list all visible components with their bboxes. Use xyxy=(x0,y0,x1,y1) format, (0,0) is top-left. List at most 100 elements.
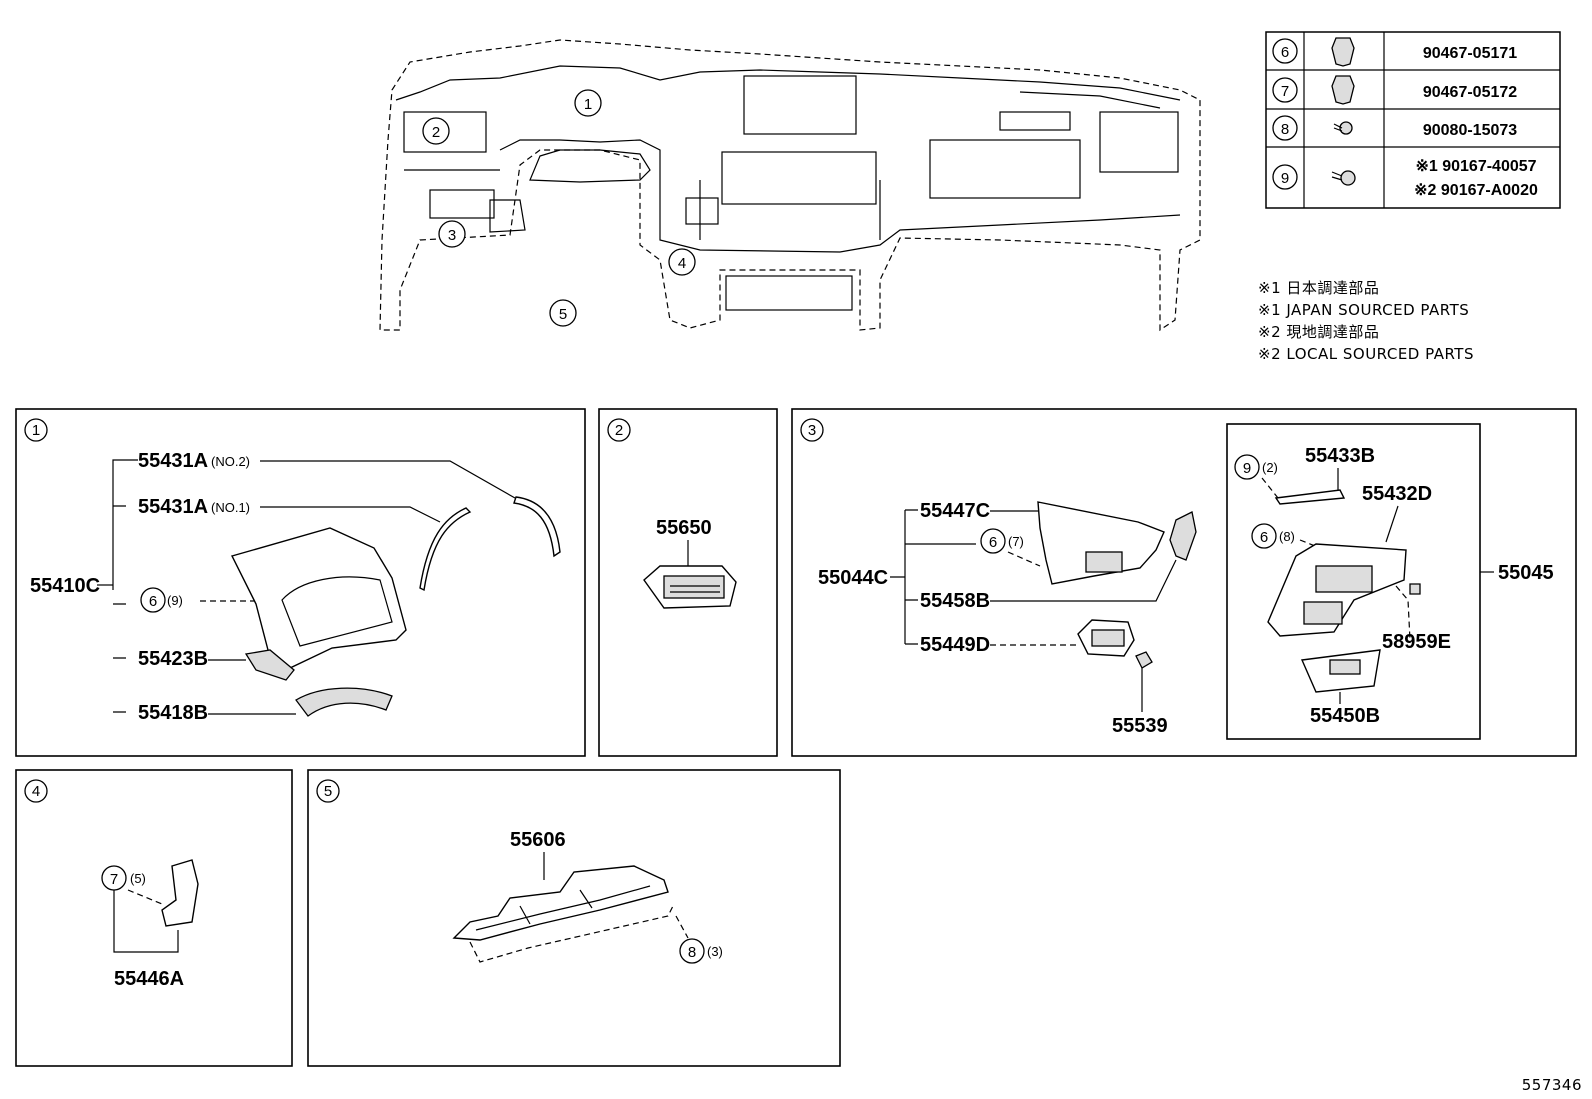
svg-text:4: 4 xyxy=(678,255,686,272)
svg-text:(2): (2) xyxy=(1262,460,1278,475)
clip-icon xyxy=(1331,37,1355,67)
svg-text:6: 6 xyxy=(989,534,997,551)
svg-text:55431A: 55431A xyxy=(138,496,208,518)
svg-text:55446A: 55446A xyxy=(114,968,184,990)
overview-callout-4[interactable]: 4 xyxy=(668,248,696,276)
svg-text:90080-15073: 90080-15073 xyxy=(1423,122,1517,139)
svg-text:3: 3 xyxy=(808,422,816,439)
overview-callout-2[interactable]: 2 xyxy=(422,117,450,145)
svg-text:55539: 55539 xyxy=(1112,715,1168,737)
svg-text:55650: 55650 xyxy=(656,517,712,539)
part-label-55423b[interactable]: 55423B xyxy=(138,648,208,670)
svg-text:※1 日本調達部品: ※1 日本調達部品 xyxy=(1258,279,1379,297)
part-55458b-drawing xyxy=(1169,511,1197,561)
detail-panel-4: 4 7 (5) 55446A xyxy=(15,769,293,1067)
svg-text:※2 LOCAL SOURCED PARTS: ※2 LOCAL SOURCED PARTS xyxy=(1258,345,1474,363)
fastener-ref-6a[interactable]: 6 (7) xyxy=(980,528,1024,554)
svg-text:(5): (5) xyxy=(130,871,146,886)
svg-text:7: 7 xyxy=(110,871,118,888)
part-label-55539[interactable]: 55539 xyxy=(1112,715,1168,737)
svg-text:(7): (7) xyxy=(1008,534,1024,549)
svg-text:3: 3 xyxy=(448,227,456,244)
part-55418b-drawing xyxy=(295,687,393,717)
assembly-box-55045: 55045 9 (2) 55433B 55432D 6 (8) 58959E xyxy=(1226,423,1554,740)
part-55650-drawing xyxy=(643,565,737,609)
part-label-55650[interactable]: 55650 xyxy=(656,517,712,539)
fastener-table: 6 90467-05171 7 90467-05172 8 90080-1507… xyxy=(1265,31,1561,209)
svg-text:6: 6 xyxy=(1281,44,1289,61)
svg-text:55045: 55045 xyxy=(1498,562,1554,584)
overview-callout-5[interactable]: 5 xyxy=(549,299,577,327)
svg-text:※1 JAPAN SOURCED PARTS: ※1 JAPAN SOURCED PARTS xyxy=(1258,301,1469,319)
svg-text:※2 90167-A0020: ※2 90167-A0020 xyxy=(1414,182,1538,199)
part-label-55433b[interactable]: 55433B xyxy=(1305,445,1375,467)
svg-text:2: 2 xyxy=(615,422,623,439)
detail-panel-5: 5 55606 8 (3) xyxy=(307,769,841,1067)
bolt-icon xyxy=(1331,170,1356,186)
part-label-55045[interactable]: 55045 xyxy=(1498,562,1554,584)
svg-text:8: 8 xyxy=(688,944,696,961)
fastener-ref-9[interactable]: 9 (2) xyxy=(1234,454,1278,480)
svg-text:55449D: 55449D xyxy=(920,634,990,656)
part-label-55044c[interactable]: 55044C xyxy=(818,567,888,589)
detail-panel-3: 3 55447C 6 (7) 55044C 55458B 55449D 5553… xyxy=(791,408,1577,757)
part-label-55458b[interactable]: 55458B xyxy=(920,590,990,612)
fastener-ref-6[interactable]: 6 (9) xyxy=(140,587,183,613)
clip-icon xyxy=(1331,75,1355,105)
svg-text:5: 5 xyxy=(559,306,567,323)
svg-text:55431A: 55431A xyxy=(138,450,208,472)
part-55431a-no2-drawing xyxy=(513,496,561,558)
svg-text:55044C: 55044C xyxy=(818,567,888,589)
svg-text:※2 現地調達部品: ※2 現地調達部品 xyxy=(1258,323,1379,341)
screw-icon xyxy=(1333,121,1353,135)
part-label-58959e[interactable]: 58959E xyxy=(1382,631,1451,653)
svg-text:55410C: 55410C xyxy=(30,575,100,597)
svg-text:6: 6 xyxy=(149,593,157,610)
overview-callout-1[interactable]: 1 xyxy=(574,89,602,117)
svg-text:90467-05172: 90467-05172 xyxy=(1423,84,1517,101)
part-55606-drawing xyxy=(452,865,669,941)
svg-text:※1 90167-40057: ※1 90167-40057 xyxy=(1415,158,1536,175)
part-label-55446a[interactable]: 55446A xyxy=(114,968,184,990)
fastener-ref-7[interactable]: 7 (5) xyxy=(101,865,146,891)
part-label-55410c[interactable]: 55410C xyxy=(30,575,100,597)
svg-text:55423B: 55423B xyxy=(138,648,208,670)
svg-text:55432D: 55432D xyxy=(1362,483,1432,505)
svg-text:55418B: 55418B xyxy=(138,702,208,724)
part-label-55418b[interactable]: 55418B xyxy=(138,702,208,724)
diagram-id: 557346 xyxy=(1522,1076,1582,1094)
overview-callout-3[interactable]: 3 xyxy=(438,220,466,248)
svg-text:5: 5 xyxy=(324,783,332,800)
part-58959e-drawing xyxy=(1409,583,1421,595)
table-row: 7 90467-05172 xyxy=(1272,75,1517,105)
part-55433b-drawing xyxy=(1274,489,1346,505)
svg-text:9: 9 xyxy=(1243,460,1251,477)
fastener-ref-6c[interactable]: 6 (8) xyxy=(1251,523,1295,549)
part-label-55431a-no2[interactable]: 55431A (NO.2) xyxy=(138,450,250,472)
part-label-55449d[interactable]: 55449D xyxy=(920,634,990,656)
part-55446a-drawing xyxy=(161,859,199,927)
part-label-55432d[interactable]: 55432D xyxy=(1362,483,1432,505)
svg-text:(3): (3) xyxy=(707,944,723,959)
svg-text:58959E: 58959E xyxy=(1382,631,1451,653)
svg-text:55450B: 55450B xyxy=(1310,705,1380,727)
svg-text:4: 4 xyxy=(32,783,40,800)
part-55423b-drawing xyxy=(244,649,295,681)
svg-text:9: 9 xyxy=(1281,170,1289,187)
svg-text:55458B: 55458B xyxy=(920,590,990,612)
part-label-55450b[interactable]: 55450B xyxy=(1310,705,1380,727)
table-row: 9 ※1 90167-40057 ※2 90167-A0020 xyxy=(1272,158,1538,199)
dashboard-overview xyxy=(379,39,1201,332)
fastener-ref-8[interactable]: 8 (3) xyxy=(679,938,723,964)
svg-text:90467-05171: 90467-05171 xyxy=(1423,45,1517,62)
svg-text:(9): (9) xyxy=(167,593,183,608)
part-label-55431a-no1[interactable]: 55431A (NO.1) xyxy=(138,496,250,518)
svg-text:2: 2 xyxy=(432,124,440,141)
part-label-55606[interactable]: 55606 xyxy=(510,829,566,851)
part-55539-drawing xyxy=(1135,651,1153,669)
part-label-55447c[interactable]: 55447C xyxy=(920,500,990,522)
part-55431a-no1-drawing xyxy=(419,507,472,592)
detail-panel-2: 2 55650 xyxy=(598,408,778,757)
svg-text:6: 6 xyxy=(1260,529,1268,546)
